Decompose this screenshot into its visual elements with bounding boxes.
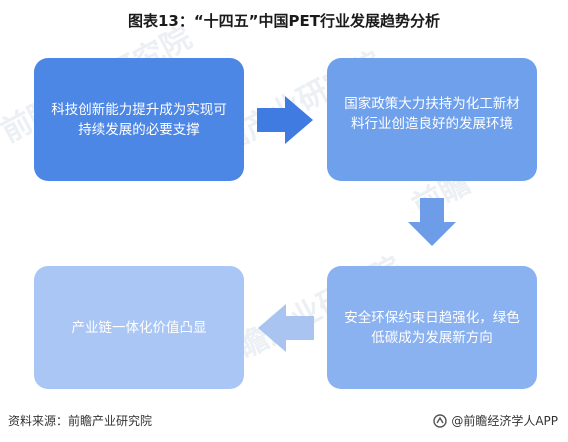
credit-line: @前瞻经济学人APP (433, 412, 558, 429)
trend-box-green-low-carbon: 安全环保约束日趋强化，绿色低碳成为发展新方向 (327, 266, 537, 389)
trend-box-industry-chain: 产业链一体化价值凸显 (34, 266, 244, 389)
arrow-down-icon (408, 198, 456, 246)
arrow-right-icon (257, 96, 313, 144)
source-note: 资料来源：前瞻产业研究院 (8, 414, 153, 428)
brand-logo-icon (433, 413, 448, 428)
trend-box-label: 安全环保约束日趋强化，绿色低碳成为发展新方向 (344, 309, 520, 346)
trend-box-label: 产业链一体化价值凸显 (71, 319, 207, 336)
trend-box-policy-support: 国家政策大力扶持为化工新材料行业创造良好的发展环境 (327, 58, 537, 181)
trend-box-label: 科技创新能力提升成为实现可持续发展的必要支撑 (51, 101, 227, 138)
trend-box-label: 国家政策大力扶持为化工新材料行业创造良好的发展环境 (344, 96, 520, 132)
arrow-left-icon (258, 304, 314, 352)
trend-box-tech-innovation: 科技创新能力提升成为实现可持续发展的必要支撑 (34, 58, 244, 181)
page-title: 图表13：“十四五”中国PET行业发展趋势分析 (127, 12, 441, 30)
credit-text: @前瞻经济学人APP (451, 414, 558, 428)
